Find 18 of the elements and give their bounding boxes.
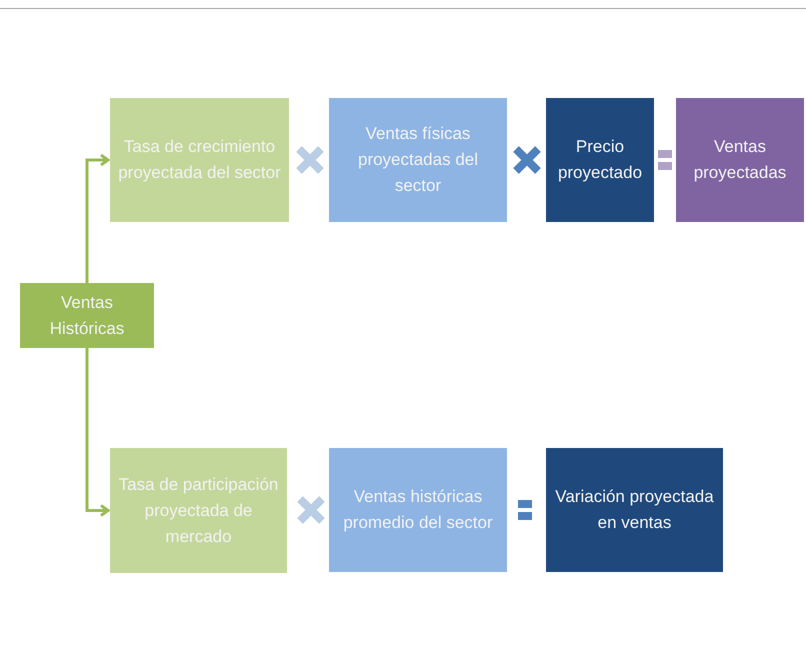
- connector-arrow: [86, 348, 110, 517]
- box-label: Tasa de participación proyectada de mercado: [118, 474, 280, 548]
- process-box: [329, 98, 507, 222]
- process-box: [110, 98, 289, 222]
- box-label: Ventas históricas promedio del sector: [342, 486, 494, 534]
- process-box: [20, 283, 154, 348]
- process-box: [676, 98, 804, 222]
- process-box: [110, 448, 287, 573]
- connector-arrow: [86, 154, 110, 283]
- box-label: Ventas proyectadas: [692, 136, 788, 184]
- box-label: Precio proyectado: [556, 136, 644, 184]
- process-box: [546, 98, 654, 222]
- box-label: Ventas Históricas: [48, 292, 126, 340]
- box-label: Variación proyectada en ventas: [554, 486, 715, 534]
- process-box: [546, 448, 723, 572]
- box-label: Tasa de crecimiento proyectada del sector: [117, 136, 282, 184]
- process-box: [329, 448, 507, 572]
- box-label: Ventas físicas proyectadas del sector: [356, 123, 480, 197]
